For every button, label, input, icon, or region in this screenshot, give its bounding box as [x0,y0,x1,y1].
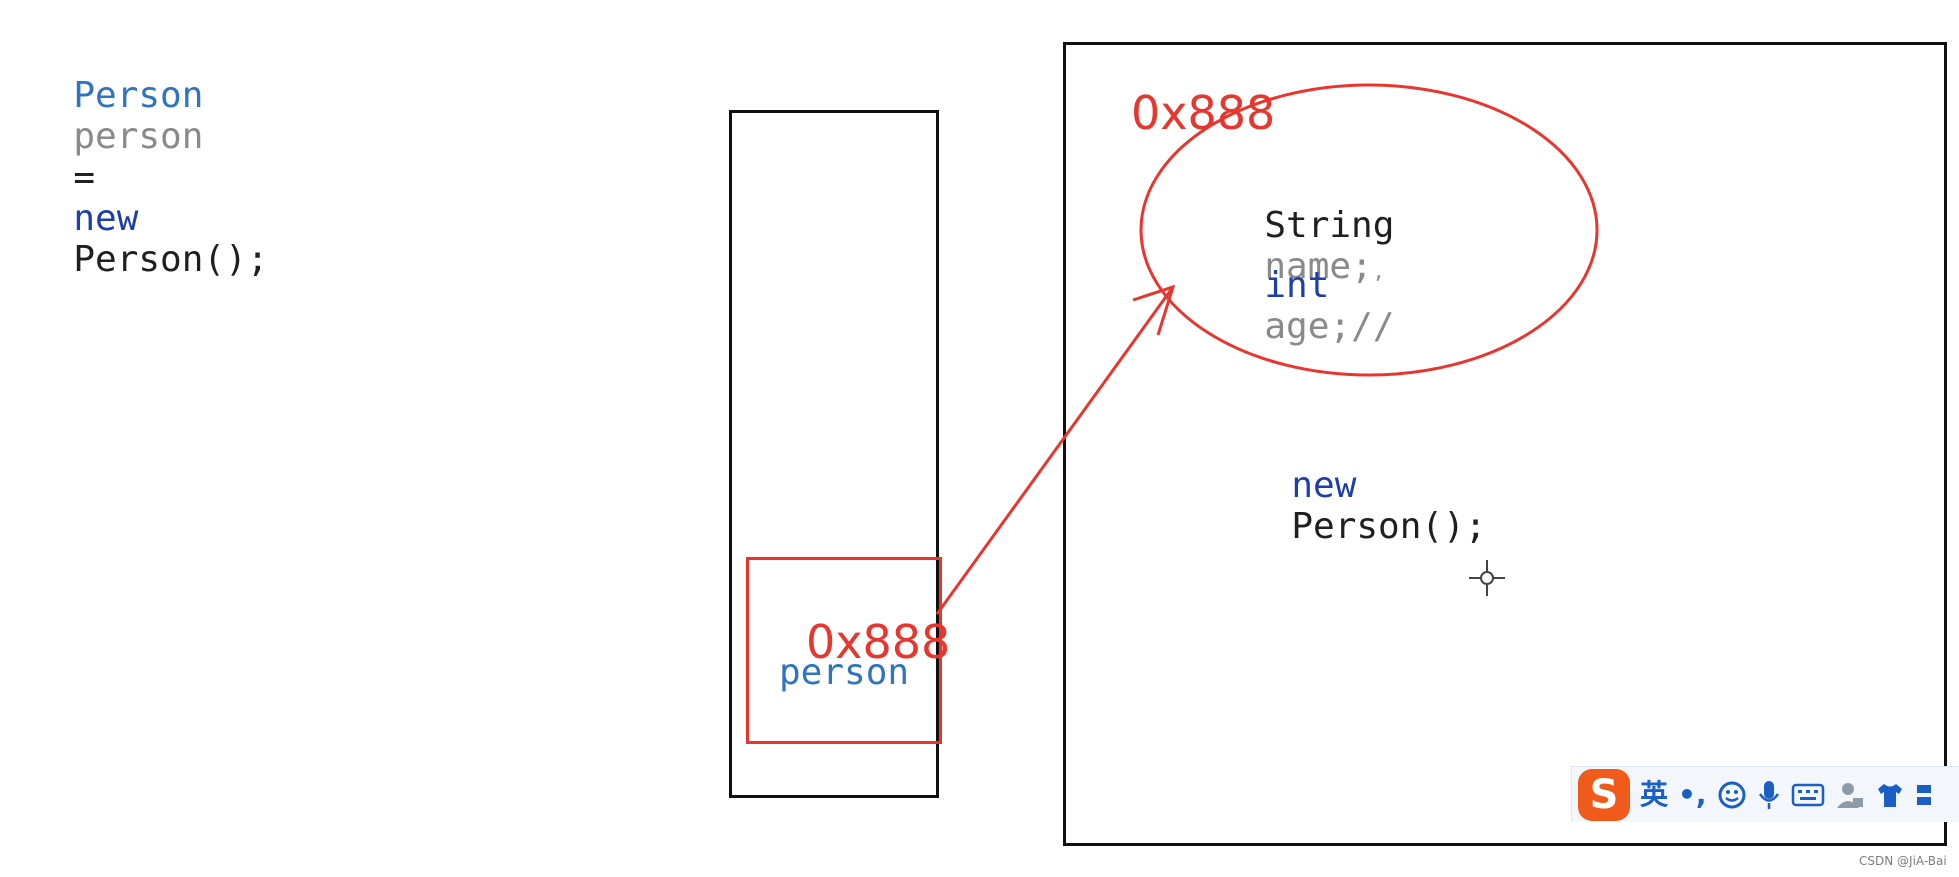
heap-address-label: 0x888 [1131,86,1276,140]
heap-new-keyword: new [1291,465,1357,506]
user-icon[interactable] [1835,780,1865,810]
skin-icon[interactable] [1875,781,1905,809]
field-name-identifier: name; [1264,246,1373,287]
ime-language-mode[interactable]: 英 [1640,777,1669,811]
heap-new-expression: new Person(); [1248,424,1486,547]
field-age-type: int [1264,265,1330,306]
menu-icon[interactable] [1915,781,1935,809]
heap-memory-box [1063,42,1947,846]
code-constructor: Person(); [73,239,269,280]
code-variable: person [73,116,204,157]
reference-highlight-box [746,557,942,744]
code-line: Person person = new Person(); [30,34,268,280]
emoji-icon[interactable] [1717,780,1747,810]
field-age-identifier: age; [1264,306,1352,347]
code-type: Person [73,75,204,116]
heap-new-constructor: Person(); [1291,506,1487,547]
ime-toolbar[interactable]: S 英 •, [1571,766,1959,822]
stack-variable-label: person [779,652,910,693]
code-equals: = [73,157,96,198]
reference-arrow-head [1132,284,1176,336]
field-name-trail: , [1372,259,1385,283]
crosshair-cursor-icon [1469,560,1505,596]
watermark: CSDN @JiA-Bai [1859,854,1947,868]
field-name: String name;, [1221,164,1394,287]
field-age-trail: // [1351,306,1395,347]
code-new-keyword: new [73,198,139,239]
stack-address-label: 0x888 [806,615,951,669]
punctuation-icon[interactable]: •, [1678,777,1707,811]
keyboard-icon[interactable] [1791,782,1825,808]
microphone-icon[interactable] [1757,779,1781,811]
stack-memory-box [729,110,939,798]
field-age: int age;// [1221,224,1394,347]
ime-logo-icon[interactable]: S [1578,768,1630,821]
reference-arrow [935,286,1175,615]
field-name-type: String [1264,205,1395,246]
object-ellipse [1139,83,1599,377]
